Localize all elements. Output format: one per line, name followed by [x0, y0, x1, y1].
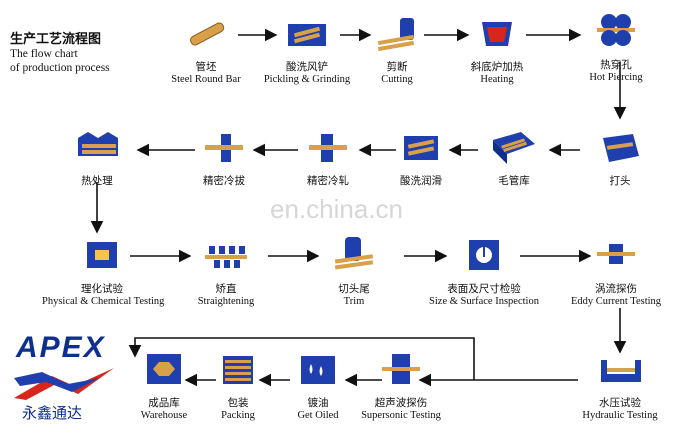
return-arrow — [128, 337, 475, 380]
steel-round-bar-icon — [190, 22, 225, 46]
step-label-cn: 毛管库 — [498, 175, 530, 187]
step-label-en: Hot Piercing — [589, 72, 643, 83]
step-label-en: Pickling & Grinding — [263, 74, 351, 85]
step-label-cn: 包装 — [227, 397, 249, 409]
title-english-line2: of production process — [10, 62, 110, 74]
step-label-cn: 斜底炉加热 — [470, 61, 524, 73]
step-label-cn: 酸洗风铲 — [286, 61, 328, 73]
step-label-en: Eddy Current Testing — [570, 296, 662, 307]
lab-testing-icon — [87, 242, 117, 268]
step-pickling-lubrication: 酸洗润滑 — [361, 130, 481, 188]
apex-logo-text: APEX — [16, 331, 106, 364]
step-hollow-storage: 毛管库 — [454, 130, 574, 188]
heating-furnace-icon — [482, 22, 512, 46]
step-label-en: Straightening — [197, 296, 255, 307]
hydraulic-testing-icon — [601, 360, 641, 382]
title-english-line1: The flow chart — [10, 48, 78, 60]
step-label-cn: 理化试验 — [81, 283, 123, 295]
step-label-en: Packing — [221, 410, 255, 421]
apex-logo-icon — [14, 368, 114, 400]
step-label-en: Warehouse — [140, 410, 188, 421]
cold-rolling-icon — [309, 134, 347, 162]
step-physical-chemical-testing: 理化试验 Physical & Chemical Testing — [42, 238, 165, 307]
step-trim: 切头尾 Trim — [294, 232, 414, 307]
step-eddy-current-testing: 涡流探伤 Eddy Current Testing — [556, 238, 676, 307]
step-label-en: Cutting — [381, 74, 413, 85]
eddy-current-icon — [597, 244, 635, 264]
step-heating: 斜底炉加热 Heating — [437, 16, 557, 85]
packing-icon — [223, 356, 253, 384]
pickling-lubrication-icon — [404, 136, 438, 160]
step-warehouse: 成品库 Warehouse — [104, 352, 224, 421]
step-supersonic-testing: 超声波探伤 Supersonic Testing — [341, 352, 461, 421]
step-label-cn: 管坯 — [195, 61, 217, 73]
step-label-cn: 热处理 — [81, 175, 113, 187]
step-label-cn: 酸洗润滑 — [400, 175, 442, 187]
step-label-en: Supersonic Testing — [361, 410, 441, 421]
cutting-icon — [377, 18, 415, 52]
watermark: en.china.cn — [270, 194, 403, 224]
step-heading: 打头 — [560, 130, 680, 188]
cold-drawing-icon — [205, 134, 243, 162]
hollow-storage-icon — [493, 132, 535, 164]
step-label-cn: 成品库 — [148, 397, 180, 409]
step-label-en: Trim — [343, 296, 365, 307]
step-cold-rolling: 精密冷轧 — [268, 130, 388, 188]
step-hydraulic-testing: 水压试验 Hydraulic Testing — [560, 352, 680, 421]
step-label-cn: 矫直 — [215, 283, 237, 295]
step-get-oiled: 镀油 Get Oiled — [258, 352, 378, 421]
step-label-cn: 热穿孔 — [600, 59, 632, 71]
supersonic-testing-icon — [382, 354, 420, 384]
heading-icon — [603, 134, 639, 162]
heat-treatment-icon — [78, 132, 118, 156]
step-label-cn: 超声波探伤 — [374, 397, 428, 409]
step-straightening: 矫直 Straightening — [166, 238, 286, 307]
step-label-en: Hydraulic Testing — [582, 410, 658, 421]
step-label-cn: 水压试验 — [599, 397, 641, 409]
pickling-grinding-icon — [288, 24, 326, 46]
step-label-cn: 涡流探伤 — [595, 283, 637, 295]
step-label-en: Get Oiled — [297, 410, 339, 421]
step-steel-round-bar: 管坯 Steel Round Bar — [146, 16, 266, 85]
step-cutting: 剪断 Cutting — [337, 16, 457, 85]
step-label-cn: 切头尾 — [338, 283, 370, 295]
chart-title-chinese: 生产工艺流程图 — [10, 32, 102, 47]
step-label-cn: 镀油 — [307, 397, 329, 409]
step-pickling-grinding: 酸洗风铲 Pickling & Grinding — [247, 16, 367, 85]
step-label-cn: 精密冷拔 — [203, 175, 245, 187]
step-packing: 包装 Packing — [178, 352, 298, 421]
step-cold-drawing: 精密冷拔 — [164, 130, 284, 188]
straightening-icon — [205, 246, 247, 268]
trim-icon — [334, 237, 374, 270]
step-heat-treatment: 热处理 — [37, 130, 157, 188]
hot-piercing-icon — [597, 14, 635, 46]
oiling-icon — [301, 356, 335, 384]
step-label-cn: 精密冷轧 — [307, 175, 349, 187]
step-label-en: Physical & Chemical Testing — [42, 296, 165, 307]
step-label-cn: 表面及尺寸检验 — [447, 283, 521, 295]
apex-logo-chinese: 永鑫通达 — [22, 404, 83, 422]
warehouse-icon — [147, 354, 181, 384]
step-label-en: Size & Surface Inspection — [429, 296, 539, 307]
inspection-icon — [469, 240, 499, 270]
chart-title-english: The flow chart of production process — [10, 47, 170, 75]
step-hot-piercing: 热穿孔 Hot Piercing — [556, 6, 676, 83]
step-label-en: Heating — [480, 74, 514, 85]
step-label-en: Steel Round Bar — [171, 74, 241, 85]
step-label-cn: 打头 — [609, 175, 631, 187]
step-label-cn: 剪断 — [386, 61, 408, 73]
step-size-surface-inspection: 表面及尺寸检验 Size & Surface Inspection — [424, 238, 544, 307]
